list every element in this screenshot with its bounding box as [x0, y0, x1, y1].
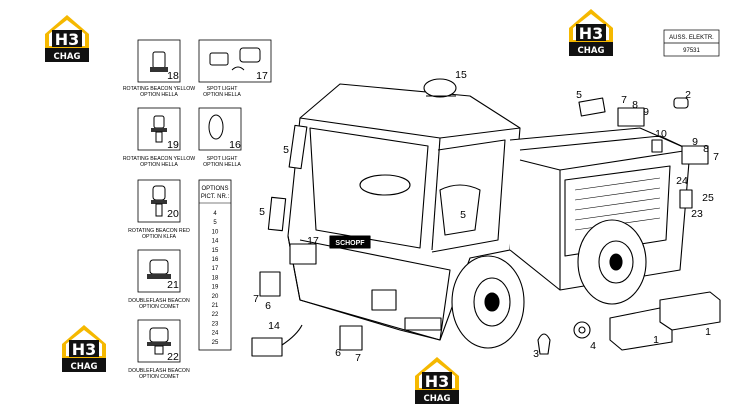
logo-text: CHAG: [424, 394, 451, 404]
callout-6: 6: [265, 300, 271, 312]
option-item: 24: [212, 331, 219, 337]
code-number: 97531: [683, 48, 700, 54]
part-number: 22: [167, 351, 179, 363]
caption-line2: OPTION HELLA: [203, 162, 241, 168]
option-box-22[interactable]: 22 DOUBLEFLASH BEACON OPTION COMET: [128, 319, 190, 380]
logo-top-left: H3 CHAG: [45, 15, 89, 62]
callout-14: 14: [268, 320, 280, 332]
part-number: 16: [229, 139, 241, 151]
options-title: OPTIONS: [201, 186, 228, 192]
callout-10: 10: [655, 128, 667, 140]
option-box-20[interactable]: 20 ROTATING BEACON RED OPTION KLFA: [128, 179, 190, 240]
logo-letters: H3: [425, 372, 450, 391]
option-item: 10: [212, 229, 219, 235]
option-item: 17: [212, 266, 219, 272]
caption-line1: DOUBLEFLASH BEACON: [128, 368, 190, 374]
option-box-18[interactable]: 18 ROTATING BEACON YELLOW OPTION HELLA: [123, 39, 195, 98]
options-table: OPTIONS PICT. NR.: 4 5 10 14 15 16 17 18 19 20 21 2…: [198, 179, 232, 351]
option-item: 14: [212, 239, 219, 245]
part-number: 20: [167, 208, 179, 220]
callout-25: 25: [702, 192, 714, 204]
callout-24: 24: [676, 175, 688, 187]
callout-3: 3: [533, 348, 539, 360]
code-label: AUSS. ELEKTR.: [669, 35, 714, 41]
logo-top-center: H3 CHAG: [569, 9, 613, 56]
option-item: 22: [212, 312, 219, 318]
caption-line2: OPTION HELLA: [140, 162, 178, 168]
callout-1: 1: [705, 326, 711, 338]
option-box-21[interactable]: 21 DOUBLEFLASH BEACON OPTION COMET: [128, 249, 190, 310]
caption-line2: OPTION COMET: [139, 374, 180, 380]
option-item: 16: [212, 257, 219, 263]
callout-5: 5: [283, 144, 289, 156]
logo-letters: H3: [72, 340, 97, 359]
callout-7: 7: [621, 94, 627, 106]
document-code-box: AUSS. ELEKTR. 97531: [663, 29, 720, 57]
caption-line2: OPTION HELLA: [140, 92, 178, 98]
option-item: 15: [212, 248, 219, 254]
callout-15: 15: [455, 69, 467, 81]
caption-line2: OPTION KLFA: [142, 234, 177, 240]
logo-bottom-left: H3 CHAG: [62, 325, 106, 372]
caption-line1: ROTATING BEACON YELLOW: [123, 156, 195, 162]
part-number: 19: [167, 139, 179, 151]
logo-bottom-center: H3 CHAG: [415, 357, 459, 404]
callouts: 15 5 5 5 5 17 7 6 14 6 7 3 4 1 1 2 7 8 9…: [253, 69, 719, 364]
vehicle-brand: SCHOPF: [335, 240, 365, 247]
option-item: 4: [213, 211, 217, 217]
option-item: 21: [212, 303, 219, 309]
callout-8: 8: [703, 143, 709, 155]
callout-7: 7: [355, 352, 361, 364]
callout-23: 23: [691, 208, 703, 220]
option-item: 19: [212, 285, 219, 291]
options-subtitle: PICT. NR.:: [201, 194, 230, 200]
logo-letters: H3: [579, 24, 604, 43]
callout-4: 4: [590, 340, 596, 352]
callout-1: 1: [653, 334, 659, 346]
caption-line1: ROTATING BEACON YELLOW: [123, 86, 195, 92]
logo-text: CHAG: [71, 362, 98, 372]
part-number: 21: [167, 279, 179, 291]
callout-9: 9: [643, 106, 649, 118]
callout-9: 9: [692, 136, 698, 148]
caption-line2: OPTION HELLA: [203, 92, 241, 98]
logo-text: CHAG: [54, 52, 81, 62]
caption-line2: OPTION COMET: [139, 304, 180, 310]
callout-5: 5: [576, 89, 582, 101]
callout-17: 17: [307, 235, 319, 247]
part-number: 17: [256, 70, 268, 82]
caption-line1: ROTATING BEACON RED: [128, 228, 190, 234]
option-box-16[interactable]: 16 SPOT LIGHT OPTION HELLA: [198, 107, 241, 168]
part-number: 18: [167, 70, 179, 82]
callout-7: 7: [713, 151, 719, 163]
callout-5: 5: [259, 206, 265, 218]
option-item: 5: [213, 220, 217, 226]
option-box-19[interactable]: 19 ROTATING BEACON YELLOW OPTION HELLA: [123, 107, 195, 168]
logo-letters: H3: [55, 30, 80, 49]
callout-6: 6: [335, 347, 341, 359]
callout-2: 2: [685, 89, 691, 101]
option-item: 20: [212, 294, 219, 300]
caption-line1: SPOT LIGHT: [207, 86, 239, 92]
option-item: 25: [212, 340, 219, 346]
callout-8: 8: [632, 99, 638, 111]
caption-line1: SPOT LIGHT: [207, 156, 239, 162]
caption-line1: DOUBLEFLASH BEACON: [128, 298, 190, 304]
callout-7: 7: [253, 293, 259, 305]
option-item: 18: [212, 275, 219, 281]
tow-tractor-drawing: SCHOPF: [251, 78, 721, 357]
callout-5: 5: [460, 209, 466, 221]
option-item: 23: [212, 321, 219, 327]
logo-text: CHAG: [578, 46, 605, 56]
option-box-17[interactable]: 17 SPOT LIGHT OPTION HELLA: [198, 39, 272, 98]
